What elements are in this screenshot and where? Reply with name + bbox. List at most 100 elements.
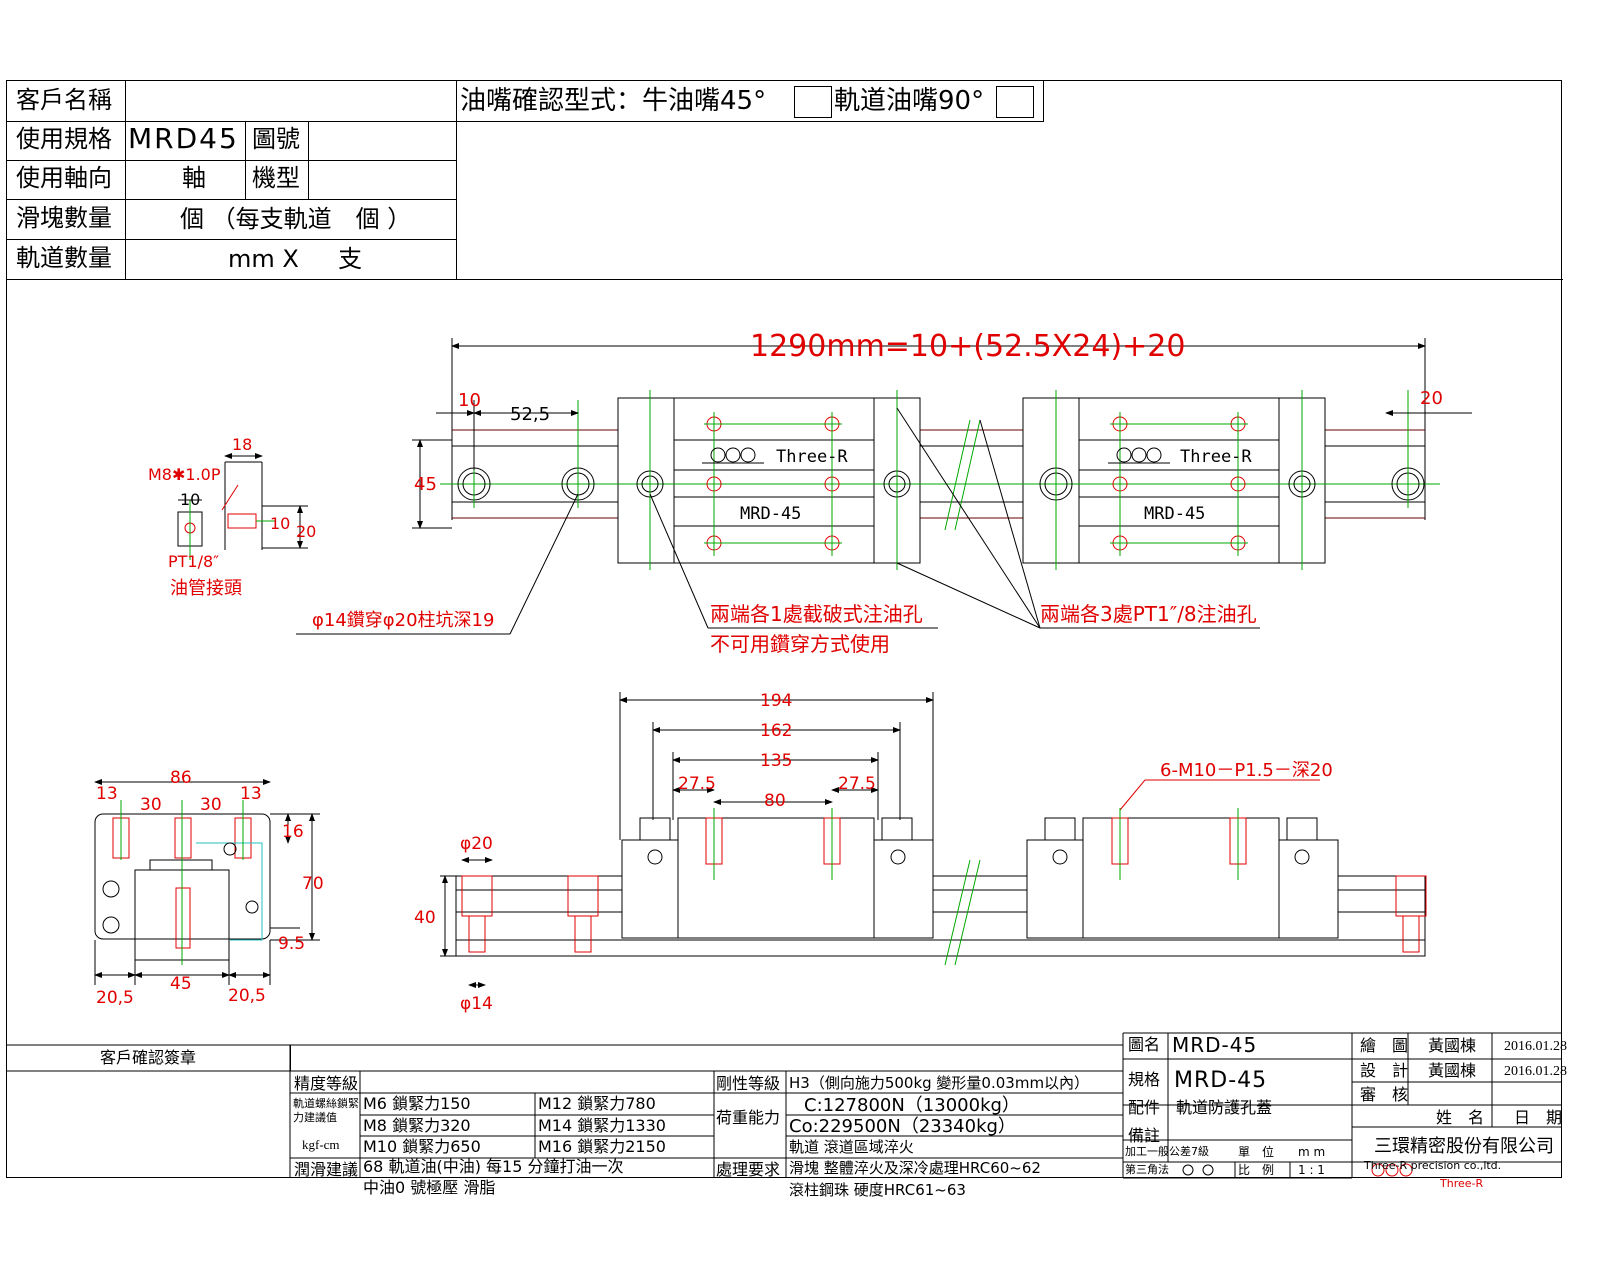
- design-date: 2016.01.28: [1504, 1064, 1567, 1079]
- load-co: Co:229500N（23340kg）: [789, 1116, 1016, 1137]
- axis-label: 使用軸向: [16, 164, 112, 192]
- side-dim-80: 80: [764, 791, 786, 811]
- block-qty-value: 個 （每支軌道 個 ）: [180, 205, 412, 233]
- block-qty-label: 滑塊數量: [16, 204, 112, 232]
- part-value: 軌道防護孔蓋: [1176, 1098, 1273, 1117]
- fitting-dim-10b: 10: [270, 514, 291, 533]
- axis-value: 軸: [182, 164, 206, 192]
- drawing-no-label: 圖號: [252, 125, 300, 153]
- header-divider: [6, 279, 1563, 280]
- side-phi20: φ20: [460, 834, 493, 854]
- end-view: [94, 779, 320, 985]
- customer-sign-area[interactable]: [6, 1071, 290, 1178]
- fitting-dim-18: 18: [232, 435, 253, 454]
- dim-10-label: 10: [458, 390, 481, 411]
- end-dim-45: 45: [170, 974, 192, 994]
- unit-value: m m: [1298, 1145, 1326, 1159]
- end-dim-13b: 13: [240, 784, 262, 804]
- customer-sign-label: 客戶確認簽章: [100, 1048, 197, 1067]
- brand-label-1: Three-R: [776, 447, 848, 467]
- spec-value: MRD45: [128, 122, 239, 155]
- end-dim-30a: 30: [140, 795, 162, 815]
- m14-torque: M14 鎖緊力1330: [538, 1116, 666, 1135]
- design-label: 設 計: [1360, 1061, 1409, 1080]
- m6-torque: M6 鎖緊力150: [363, 1094, 471, 1113]
- dim-52-5-label: 52,5: [510, 404, 551, 425]
- dim-45-label: 45: [414, 474, 437, 495]
- m12-torque: M12 鎖緊力780: [538, 1094, 656, 1113]
- drawn-name: 黃國棟: [1428, 1036, 1477, 1055]
- total-length-label: 1290mm=10+(52.5X24)+20: [750, 329, 1186, 364]
- side-view: [440, 692, 1427, 988]
- end-dim-20-5b: 20,5: [228, 986, 266, 1006]
- side-dim-40: 40: [414, 908, 436, 928]
- side-dim-27-5a: 27.5: [678, 774, 716, 794]
- title-block-lines: [6, 1032, 1562, 1179]
- logo-text: Three-R: [1440, 1177, 1484, 1190]
- load-label: 荷重能力: [716, 1108, 781, 1127]
- tb-spec-value: MRD-45: [1174, 1068, 1268, 1093]
- design-name: 黃國棟: [1428, 1061, 1477, 1080]
- lube-label: 潤滑建議: [294, 1160, 359, 1179]
- rail-nipple-90-checkbox[interactable]: [996, 86, 1034, 118]
- projection-note: 第三角法: [1125, 1163, 1169, 1176]
- end-dim-70: 70: [302, 874, 324, 894]
- rigidity-label: 剛性等級: [716, 1074, 781, 1093]
- end-dim-16: 16: [282, 822, 304, 842]
- side-dim-135: 135: [760, 751, 793, 771]
- scale-label: 比 例: [1238, 1163, 1275, 1177]
- kgf-cm-label: kgf-cm: [302, 1137, 340, 1152]
- m16-torque: M16 鎖緊力2150: [538, 1137, 666, 1156]
- oil-nipple-text: 油嘴確認型式：牛油嘴45°: [460, 86, 767, 116]
- rigidity-value: H3（側向施力500kg 變形量0.03mm以內）: [789, 1074, 1090, 1092]
- tb-spec-label: 規格: [1128, 1070, 1161, 1089]
- model-label-1: MRD-45: [740, 504, 802, 524]
- m10-torque: M10 鎖緊力650: [363, 1137, 481, 1156]
- col-name-label: 姓 名: [1436, 1108, 1485, 1127]
- tolerance-note: 加工一般公差7級: [1125, 1145, 1209, 1158]
- check-label: 審 核: [1360, 1085, 1409, 1104]
- fitting-dim-20: 20: [296, 522, 317, 541]
- brand-label-2: Three-R: [1180, 447, 1252, 467]
- fitting-dim-10a: 10: [180, 490, 201, 509]
- side-dim-194: 194: [760, 691, 793, 711]
- counterbore-note: φ14鑽穿φ20柱坑深19: [312, 610, 495, 631]
- fitting-pt: PT1/8″: [168, 552, 220, 571]
- precision-label: 精度等級: [294, 1074, 359, 1093]
- dim-20-label: 20: [1420, 388, 1443, 409]
- treatment-3: 滾柱鋼珠 硬度HRC61~63: [789, 1181, 966, 1199]
- drawing-name-label: 圖名: [1128, 1035, 1161, 1054]
- spec-label: 使用規格: [16, 125, 112, 153]
- side-dim-162: 162: [760, 721, 793, 741]
- rail-nipple-text: 軌道油嘴90°: [834, 86, 985, 116]
- part-label: 配件: [1128, 1098, 1161, 1117]
- company-name: 三環精密股份有限公司: [1374, 1136, 1554, 1157]
- fitting-detail: [177, 453, 308, 560]
- treatment-2: 滑塊 整體淬火及深冷處理HRC60~62: [789, 1159, 1041, 1177]
- side-dim-27-5b: 27.5: [838, 774, 876, 794]
- model-label-2: MRD-45: [1144, 504, 1206, 524]
- side-phi14: φ14: [460, 994, 493, 1014]
- fitting-thread: M8✱1.0P: [148, 465, 221, 484]
- tap-note: 6-M10－P1.5－深20: [1160, 760, 1333, 781]
- drawn-date: 2016.01.28: [1504, 1039, 1567, 1054]
- drawing-name-value: MRD-45: [1172, 1033, 1258, 1057]
- company-name-en: Three-R precision co.,ltd.: [1364, 1159, 1502, 1172]
- load-c: C:127800N（13000kg）: [804, 1095, 1020, 1116]
- rail-qty-value: mm X 支: [228, 245, 363, 273]
- model-label: 機型: [252, 164, 300, 192]
- grease-note-3: 兩端各3處PT1″/8注油孔: [1040, 602, 1257, 626]
- scale-value: 1 : 1: [1298, 1163, 1325, 1177]
- lube-line-1: 68 軌道油(中油) 每15 分鐘打油一次: [363, 1157, 624, 1176]
- end-dim-9-5: 9.5: [278, 934, 306, 954]
- m8-torque: M8 鎖緊力320: [363, 1116, 471, 1135]
- oil-nipple-45-checkbox[interactable]: [794, 86, 832, 118]
- drawn-label: 繪 圖: [1360, 1036, 1409, 1055]
- end-dim-30b: 30: [200, 795, 222, 815]
- treatment-label: 處理要求: [716, 1160, 781, 1179]
- oil-nipple-cell: [456, 80, 1044, 122]
- customer-name-label: 客戶名稱: [16, 86, 112, 114]
- treatment-1: 軌道 滾道區域淬火: [789, 1138, 914, 1156]
- grease-note-1b: 不可用鑽穿方式使用: [710, 632, 890, 656]
